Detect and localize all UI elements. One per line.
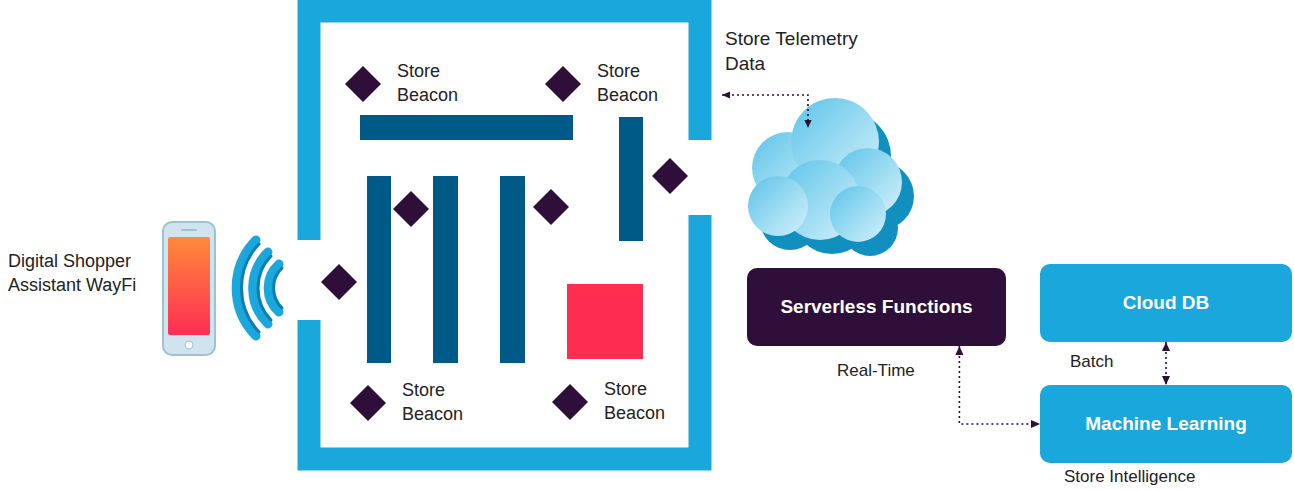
beacon-diamond: [321, 158, 688, 300]
beacon-label-group: Store Beacon: [402, 379, 484, 427]
beacon-diamond: [348, 383, 388, 423]
beacon-label: Store Beacon: [604, 378, 686, 426]
beacon-diamond: [543, 64, 583, 104]
edge-label: Batch: [1068, 351, 1115, 374]
dotted-connector: [1165, 342, 1167, 385]
dotted-connector: [959, 346, 1040, 424]
beacon-diamond: [550, 382, 590, 422]
beacon-diamond: [343, 64, 383, 104]
process-box: Machine Learning: [1040, 385, 1292, 463]
telemetry-arrow: [722, 95, 808, 128]
edge-label: Real-Time: [835, 360, 917, 383]
telemetry-label: Store Telemetry Data: [725, 26, 865, 77]
shelves: [360, 115, 643, 363]
device-label: Digital Shopper Assistant WayFi: [8, 250, 158, 298]
beacon-label: Store Beacon: [402, 379, 484, 427]
beacon-label: Store Beacon: [597, 60, 679, 108]
checkout-area: [567, 284, 643, 359]
beacon-label-group: Store Beacon: [597, 60, 679, 108]
process-box: Serverless Functions: [747, 268, 1006, 346]
box-title: Cloud DB: [1113, 292, 1220, 315]
phone-icon: [163, 222, 215, 355]
store-beacon: Store Beacon: [348, 379, 484, 427]
box-title: Machine Learning: [1075, 413, 1257, 436]
beacon-label-group: Store Beacon: [397, 60, 479, 108]
store-beacon: Store Beacon: [543, 60, 679, 108]
box-title: Serverless Functions: [770, 296, 982, 319]
store-beacon: Store Beacon: [550, 378, 686, 426]
store-beacon: Store Beacon: [343, 60, 479, 108]
footer-label: Store Intelligence: [1064, 466, 1264, 489]
cloud-icon: [748, 98, 914, 256]
wifi-waves: [236, 240, 282, 336]
beacon-label-group: Store Beacon: [604, 378, 686, 426]
process-box: Cloud DB: [1040, 264, 1292, 342]
beacon-label: Store Beacon: [397, 60, 479, 108]
